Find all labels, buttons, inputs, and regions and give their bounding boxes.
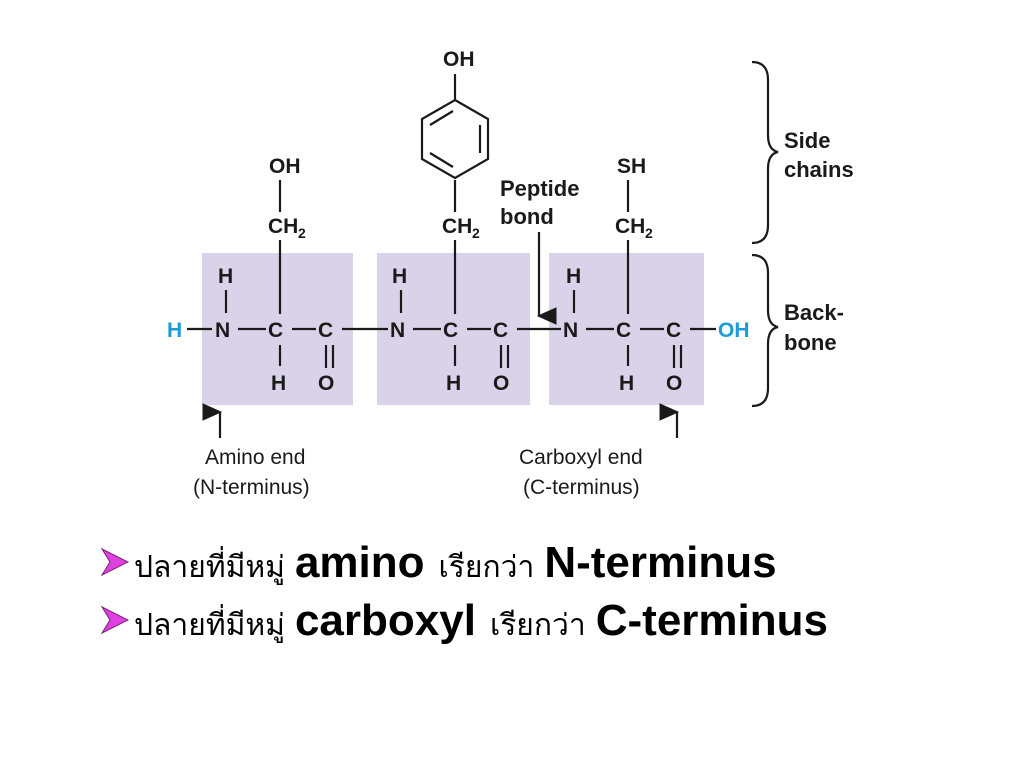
ser-sub: 2 bbox=[298, 225, 306, 241]
backbone-label-1: Back- bbox=[784, 300, 844, 325]
bullet-item-carboxyl: ปลายที่มีหมู่ carboxyl เรียกว่า C-termin… bbox=[100, 596, 1000, 654]
bullet-thai-prefix: ปลายที่มีหมู่ bbox=[134, 608, 285, 643]
benzene-ring bbox=[420, 98, 490, 180]
peptide-bond-label-1: Peptide bbox=[500, 176, 579, 201]
ser-ch: CH bbox=[268, 215, 298, 238]
amino-end-label-2: (N-terminus) bbox=[193, 476, 310, 499]
res1-ca: C bbox=[268, 319, 283, 342]
tyr-sub: 2 bbox=[472, 225, 480, 241]
bullet-list: ปลายที่มีหมู่ amino เรียกว่า N-terminus … bbox=[100, 538, 1000, 654]
res1-c: C bbox=[318, 319, 333, 342]
res1-o: O bbox=[318, 372, 334, 395]
c-terminal-oh: OH bbox=[718, 319, 750, 342]
peptide-diagram: H N H C H C O CH 2 OH N H C H C O CH 2 O… bbox=[167, 48, 854, 499]
res3-o: O bbox=[666, 372, 682, 395]
carboxyl-end-label-2: (C-terminus) bbox=[523, 476, 640, 499]
bullet-thai-prefix: ปลายที่มีหมู่ bbox=[134, 550, 285, 585]
cys-sub: 2 bbox=[645, 225, 653, 241]
cys-sh: SH bbox=[617, 155, 646, 178]
res2-n-h: H bbox=[392, 265, 407, 288]
res1-n: N bbox=[215, 319, 230, 342]
bullet-thai-mid: เรียกว่า bbox=[438, 550, 535, 585]
res2-ca: C bbox=[443, 319, 458, 342]
bullet-term: carboxyl bbox=[294, 596, 476, 645]
bullet-thai-mid: เรียกว่า bbox=[489, 608, 586, 643]
res3-n: N bbox=[563, 319, 578, 342]
backbone-brace bbox=[751, 253, 779, 408]
carboxyl-end-label-1: Carboxyl end bbox=[519, 446, 643, 469]
tyr-ch: CH bbox=[442, 215, 472, 238]
side-chains-label-2: chains bbox=[784, 157, 854, 182]
side-chains-brace bbox=[751, 60, 779, 245]
res2-n: N bbox=[390, 319, 405, 342]
bullet-arrow-icon bbox=[100, 605, 134, 640]
ser-oh: OH bbox=[269, 155, 301, 178]
residue-box-2 bbox=[377, 253, 530, 405]
bullet-arrow-icon bbox=[100, 547, 134, 582]
res3-c: C bbox=[666, 319, 681, 342]
bullet-item-amino: ปลายที่มีหมู่ amino เรียกว่า N-terminus bbox=[100, 538, 1000, 596]
res2-o: O bbox=[493, 372, 509, 395]
res3-ca-h: H bbox=[619, 372, 634, 395]
side-chains-label-1: Side bbox=[784, 128, 830, 153]
bullet-term: amino bbox=[294, 538, 425, 587]
n-terminal-h: H bbox=[167, 319, 182, 342]
backbone-label-2: bone bbox=[784, 330, 837, 355]
bullet-name: C-terminus bbox=[595, 596, 828, 645]
cys-ch: CH bbox=[615, 215, 645, 238]
res1-ca-h: H bbox=[271, 372, 286, 395]
amino-end-label-1: Amino end bbox=[205, 446, 305, 469]
res3-n-h: H bbox=[566, 265, 581, 288]
bullet-name: N-terminus bbox=[544, 538, 777, 587]
res1-n-h: H bbox=[218, 265, 233, 288]
tyr-oh: OH bbox=[443, 48, 475, 71]
residue-box-1 bbox=[202, 253, 353, 405]
res2-ca-h: H bbox=[446, 372, 461, 395]
peptide-bond-label-2: bond bbox=[500, 204, 554, 229]
residue-box-3 bbox=[549, 253, 704, 405]
res3-ca: C bbox=[616, 319, 631, 342]
res2-c: C bbox=[493, 319, 508, 342]
